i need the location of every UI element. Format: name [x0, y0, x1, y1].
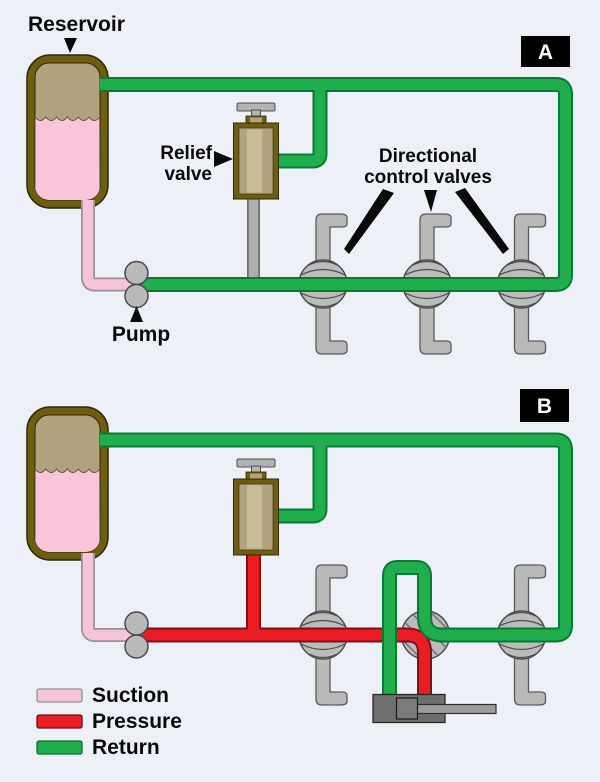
suction-pipe-a — [81, 200, 132, 292]
relief-valve-label-line2: valve — [164, 164, 212, 185]
panel-a: Reservoir Relief valve Pump Directional … — [27, 13, 573, 354]
panel-b: B — [27, 389, 573, 724]
legend-label-suction: Suction — [92, 684, 169, 707]
panel-a-badge: A — [521, 36, 570, 67]
legend: Suction Pressure Return — [36, 684, 182, 759]
panel-b-badge-letter: B — [537, 395, 552, 418]
relief-valve-label-line1: Relief — [160, 143, 212, 164]
legend-label-pressure: Pressure — [92, 710, 182, 733]
legend-swatch-return — [36, 740, 83, 755]
actuator-rod — [414, 703, 497, 715]
legend-swatch-suction — [36, 688, 83, 703]
directional-pointer-left-icon — [344, 189, 394, 254]
reservoir-b — [27, 407, 108, 560]
directional-valves-label-line1: Directional — [379, 146, 477, 167]
directional-pointer-right-icon — [455, 188, 509, 254]
panel-b-badge: B — [520, 389, 569, 422]
pump-label: Pump — [112, 323, 170, 346]
pump-pointer-icon — [130, 306, 143, 322]
relief-valve-pointer-icon — [214, 151, 233, 167]
pressure-pipe-b — [141, 551, 432, 697]
reservoir-pointer-icon — [64, 38, 77, 53]
return-pipe-b — [100, 432, 573, 700]
directional-valves-label-line2: control valves — [364, 167, 492, 188]
panel-a-badge-letter: A — [538, 41, 553, 64]
legend-label-return: Return — [92, 736, 160, 759]
actuator — [372, 693, 497, 724]
return-pipe-a — [100, 77, 573, 292]
legend-swatch-pressure — [36, 714, 83, 729]
reservoir-a — [27, 55, 108, 208]
reservoir-label: Reservoir — [28, 13, 125, 36]
suction-pipe-b — [81, 553, 132, 642]
actuator-piston — [395, 697, 419, 720]
directional-pointer-middle-icon — [424, 190, 437, 212]
